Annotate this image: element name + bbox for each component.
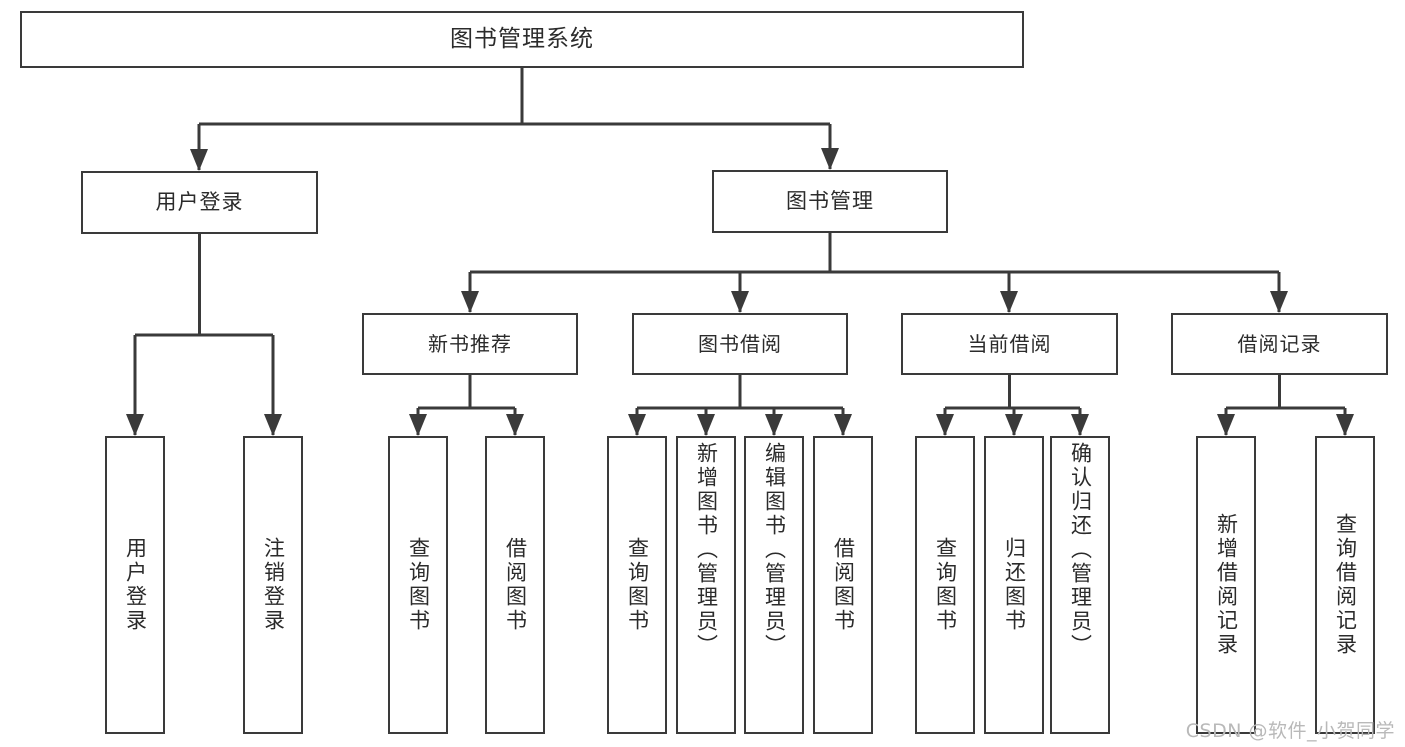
node-borrow-record[interactable]: 借阅记录 xyxy=(1171,313,1388,375)
node-leaf-record-query[interactable]: 查询借阅记录 xyxy=(1315,436,1375,734)
node-leaf-current-query-book[interactable]: 查询图书 xyxy=(915,436,975,734)
csdn-watermark: CSDN @软件_小贺同学 xyxy=(1185,720,1395,742)
node-leaf-borrow-edit-book[interactable]: 编辑图书（管理员） xyxy=(744,436,804,734)
node-leaf-current-confirm-return[interactable]: 确认归还（管理员） xyxy=(1050,436,1110,734)
node-leaf-borrow-query-book-label: 查询图书 xyxy=(625,537,650,633)
node-new-book-rec[interactable]: 新书推荐 xyxy=(362,313,578,375)
node-current-borrow[interactable]: 当前借阅 xyxy=(901,313,1118,375)
node-leaf-user-login-label: 用户登录 xyxy=(123,537,148,633)
node-leaf-user-logout[interactable]: 注销登录 xyxy=(243,436,303,734)
node-root[interactable]: 图书管理系统 xyxy=(20,11,1024,68)
node-leaf-borrow-add-book[interactable]: 新增图书（管理员） xyxy=(676,436,736,734)
node-root-label: 图书管理系统 xyxy=(450,25,594,52)
node-book-manage[interactable]: 图书管理 xyxy=(712,170,948,233)
node-leaf-borrow-borrow-book[interactable]: 借阅图书 xyxy=(813,436,873,734)
node-leaf-rec-borrow-book-label: 借阅图书 xyxy=(503,537,528,633)
node-leaf-current-query-book-label: 查询图书 xyxy=(933,537,958,633)
node-user-login-label: 用户登录 xyxy=(155,189,244,214)
node-leaf-current-confirm-return-label: 确认归还（管理员） xyxy=(1068,442,1093,658)
node-new-book-rec-label: 新书推荐 xyxy=(428,331,512,356)
node-leaf-borrow-query-book[interactable]: 查询图书 xyxy=(607,436,667,734)
node-user-login[interactable]: 用户登录 xyxy=(81,171,318,234)
node-leaf-borrow-add-book-label: 新增图书（管理员） xyxy=(694,442,719,658)
node-leaf-user-login[interactable]: 用户登录 xyxy=(105,436,165,734)
node-leaf-rec-borrow-book[interactable]: 借阅图书 xyxy=(485,436,545,734)
node-leaf-record-add-label: 新增借阅记录 xyxy=(1214,513,1239,657)
node-leaf-borrow-edit-book-label: 编辑图书（管理员） xyxy=(762,442,787,658)
node-current-borrow-label: 当前借阅 xyxy=(967,331,1052,356)
node-leaf-current-return-book-label: 归还图书 xyxy=(1002,537,1027,633)
node-leaf-user-logout-label: 注销登录 xyxy=(261,537,286,633)
node-book-borrow[interactable]: 图书借阅 xyxy=(632,313,848,375)
node-leaf-rec-query-book[interactable]: 查询图书 xyxy=(388,436,448,734)
node-borrow-record-label: 借阅记录 xyxy=(1237,331,1322,356)
node-leaf-current-return-book[interactable]: 归还图书 xyxy=(984,436,1044,734)
node-leaf-rec-query-book-label: 查询图书 xyxy=(406,537,431,633)
node-leaf-borrow-borrow-book-label: 借阅图书 xyxy=(831,537,856,633)
node-book-manage-label: 图书管理 xyxy=(786,188,874,213)
node-leaf-record-query-label: 查询借阅记录 xyxy=(1333,513,1358,657)
node-book-borrow-label: 图书借阅 xyxy=(698,331,782,356)
node-leaf-record-add[interactable]: 新增借阅记录 xyxy=(1196,436,1256,734)
